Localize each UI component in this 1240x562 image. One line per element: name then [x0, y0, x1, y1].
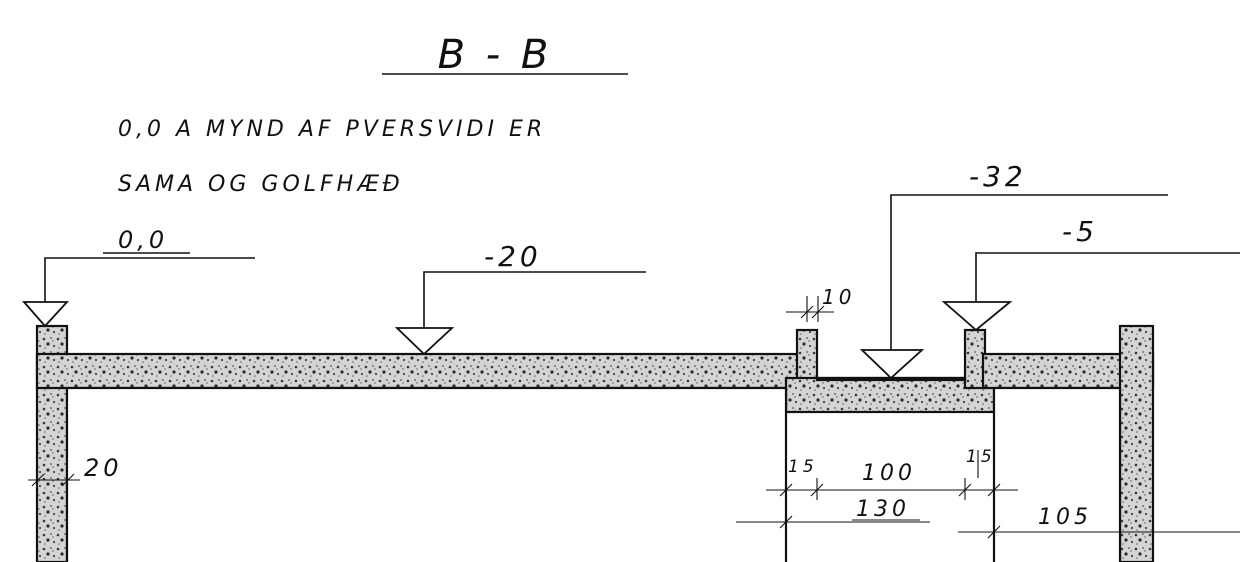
level-label-channel-bottom: -32 — [969, 160, 1027, 193]
level-label-floor: -20 — [484, 240, 542, 273]
level-label-channel-top: -5 — [1062, 215, 1098, 248]
dimension-wall-thickness: 20 — [28, 454, 123, 487]
dimension-channel: 15 100 15 130 105 — [736, 447, 1240, 546]
level-marker-channel-bottom: -32 — [859, 160, 1168, 380]
dimension-channel-wall-left-label: 15 — [788, 457, 818, 477]
concrete-structure — [35, 324, 1155, 562]
note-line-1: 0,0 A MYND AF PVERSVIDI ER — [118, 117, 546, 142]
dimension-channel-inner-label: 100 — [862, 461, 916, 486]
note-line-2: SAMA OG GOLFHÆÐ — [118, 172, 404, 197]
level-marker-left: 0,0 — [22, 226, 255, 328]
dimension-wall-thickness-label: 20 — [84, 454, 123, 482]
dimension-channel-wall-right-label: 15 — [966, 447, 996, 467]
level-label-left: 0,0 — [118, 226, 168, 254]
level-marker-floor: -20 — [394, 240, 646, 356]
dimension-channel-total-label: 130 — [856, 497, 910, 522]
level-marker-channel-top: -5 — [941, 215, 1240, 332]
dimension-curb-width-label: 10 — [822, 285, 855, 309]
section-title: B - B — [438, 32, 553, 78]
dimension-depth-right-label: 105 — [1038, 505, 1092, 530]
dimension-curb-width: 10 — [786, 285, 855, 322]
